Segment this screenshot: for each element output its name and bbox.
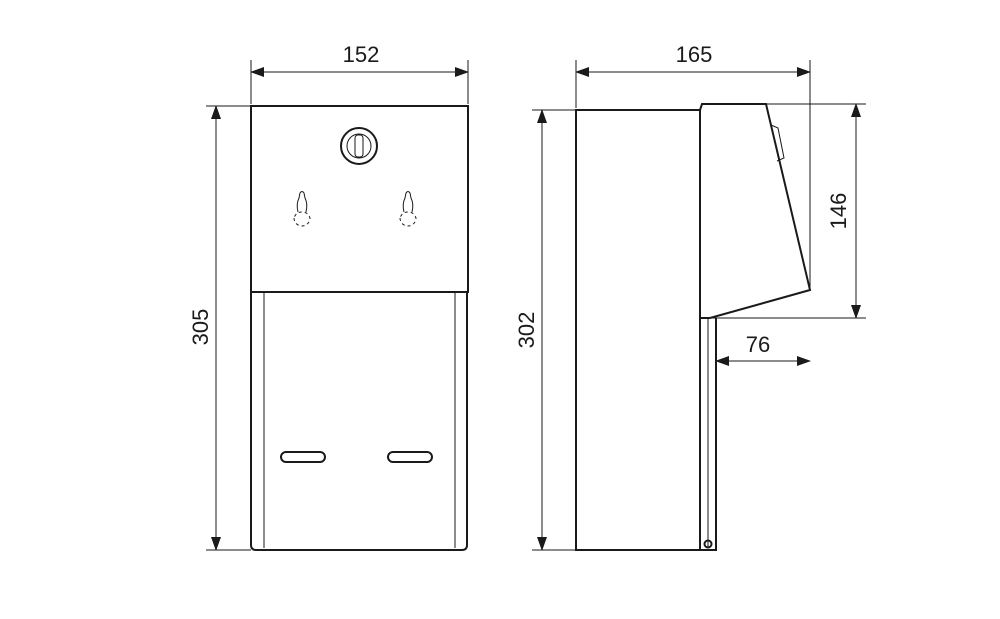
slot-right	[387, 451, 433, 463]
dim-front-height: 305	[188, 309, 213, 346]
side-view: 165 302 146 76	[514, 42, 866, 551]
side-door-strip	[699, 318, 717, 551]
dim-side-height: 302	[514, 312, 539, 349]
dim-lid-overhang: 76	[746, 332, 770, 357]
hinge-pin-icon	[703, 539, 713, 549]
front-view: 152 305	[188, 42, 469, 551]
dim-lid-height: 146	[826, 193, 851, 230]
side-back-plate	[575, 109, 701, 551]
dim-front-width: 152	[343, 42, 380, 67]
dim-side-depth: 165	[676, 42, 713, 67]
side-lid	[699, 103, 812, 319]
keyhole-left-icon	[293, 191, 311, 227]
front-cover	[250, 105, 469, 293]
front-lower-housing	[250, 292, 468, 551]
slot-left	[280, 451, 326, 463]
side-lock-bump	[770, 124, 785, 162]
keyhole-right-icon	[399, 191, 417, 227]
lock-icon	[340, 127, 378, 165]
